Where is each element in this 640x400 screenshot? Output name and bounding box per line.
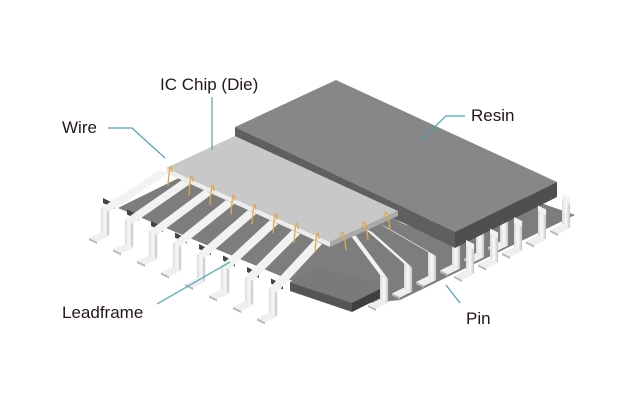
label-ic-chip: IC Chip (Die) [160,75,259,94]
bond-wire-left-3 [230,194,236,215]
pin-right-3-foot [440,264,461,275]
pin-left-5-leg [221,265,230,294]
pin-back-4-foot-edge [550,230,559,236]
pin-left-2-leg [149,231,158,259]
pin-left-0-leg [101,208,110,236]
lead-left-1-top [125,180,191,224]
pin-left-3-foot-edge [161,272,170,279]
pin-left-3-leg [173,242,182,271]
pin-right-0-foot-edge [368,305,377,311]
lead-back-3-top [538,205,547,216]
pin-right-0-foot [368,299,389,309]
pin-right-1-foot [392,287,413,298]
bond-wire-right-1 [361,221,369,241]
lead-left-0-top [101,170,169,212]
leader-line-leadframe [156,261,231,305]
pin-back-3-foot [526,235,547,246]
pin-left-1-foot-edge [113,249,122,256]
pin-back-4-foot [550,224,571,234]
bond-wire-left-7 [314,232,320,253]
leader-line-pin [445,284,461,304]
pin-left-0-foot [89,232,110,242]
pin-back-1-foot [478,258,499,269]
pin-left-2-foot [137,255,158,265]
lead-left-4-top [197,210,257,258]
die-front-side [166,168,330,247]
leader-line-wire [108,127,166,159]
lead-left-2-top [149,190,213,235]
bond-wire-left-0 [167,165,173,187]
resin-right-side [455,182,557,248]
pin-left-4-leg [197,254,206,282]
pin-back-3-foot-edge [526,241,535,248]
pin-back-2-foot-edge [502,253,511,259]
pin-left-3-foot [161,266,182,277]
bond-wire-left-1 [188,175,194,196]
pin-left-6-foot [233,301,254,311]
bond-wire-left-6 [293,222,299,244]
bond-wires [167,165,391,253]
lead-left-6-top [245,230,301,281]
pin-right-3-foot-edge [440,270,449,277]
resin-top [235,80,557,232]
pin-right-1-leg [404,263,413,292]
pin-left-1-foot [113,243,134,254]
pin-right-2-foot [416,276,437,286]
leader-lines [108,97,465,305]
lead-right-2-top [380,224,437,256]
lead-left-5-top [221,220,279,270]
label-leadframe: Leadframe [62,303,144,322]
die-top [166,136,398,242]
lead-right-0-top [348,232,389,279]
pin-right-0-leg [380,275,389,303]
pin-left-0-foot-edge [89,238,98,244]
pin-right-2-leg [428,252,437,280]
bond-wire-left-5 [272,213,278,234]
pin-back-2-foot [502,247,523,257]
pin-back-0-foot [454,270,475,280]
left-lead-row [89,170,323,325]
pin-left-7-leg [269,288,278,317]
lead-left-7-top [269,240,323,293]
pin-left-5-foot-edge [209,295,218,302]
pin-left-4-foot-edge [185,284,194,290]
lead-right-1-top [364,228,413,268]
ic-die [166,136,398,247]
lead-back-0-top [466,240,475,250]
pin-left-5-foot [209,289,230,300]
lead-back-2-top [514,217,523,227]
bond-wire-right-0 [339,231,347,251]
label-resin: Resin [471,106,515,125]
pin-back-3-leg [538,211,547,240]
pin-back-1-foot-edge [478,264,487,271]
pin-right-5-leg [500,217,509,246]
pin-right-1-foot-edge [392,293,401,300]
leader-line-resin [419,115,465,142]
die-paddle [290,268,388,303]
pin-back-0-leg [466,246,475,274]
pin-left-6-leg [245,277,254,305]
pin-back-4-leg [562,200,571,228]
bond-wire-right-2 [383,211,391,231]
label-pin: Pin [466,309,491,328]
label-wire: Wire [62,118,97,137]
back-lead-row [454,194,571,282]
pin-left-2-foot-edge [137,261,146,267]
pin-back-2-leg [514,223,523,251]
pin-left-7-foot [257,312,278,323]
lead-back-1-top [490,228,499,239]
pin-right-2-foot-edge [416,282,425,288]
pin-back-0-foot-edge [454,276,463,282]
die-right-side [330,211,398,247]
pin-left-7-foot-edge [257,318,266,325]
pin-left-6-foot-edge [233,307,242,313]
pin-left-1-leg [125,219,134,248]
lead-left-3-top [173,200,235,247]
pin-back-1-leg [490,234,499,263]
bond-wire-left-2 [209,184,215,206]
lead-back-4-top [562,194,571,204]
bond-wire-left-4 [251,203,257,225]
